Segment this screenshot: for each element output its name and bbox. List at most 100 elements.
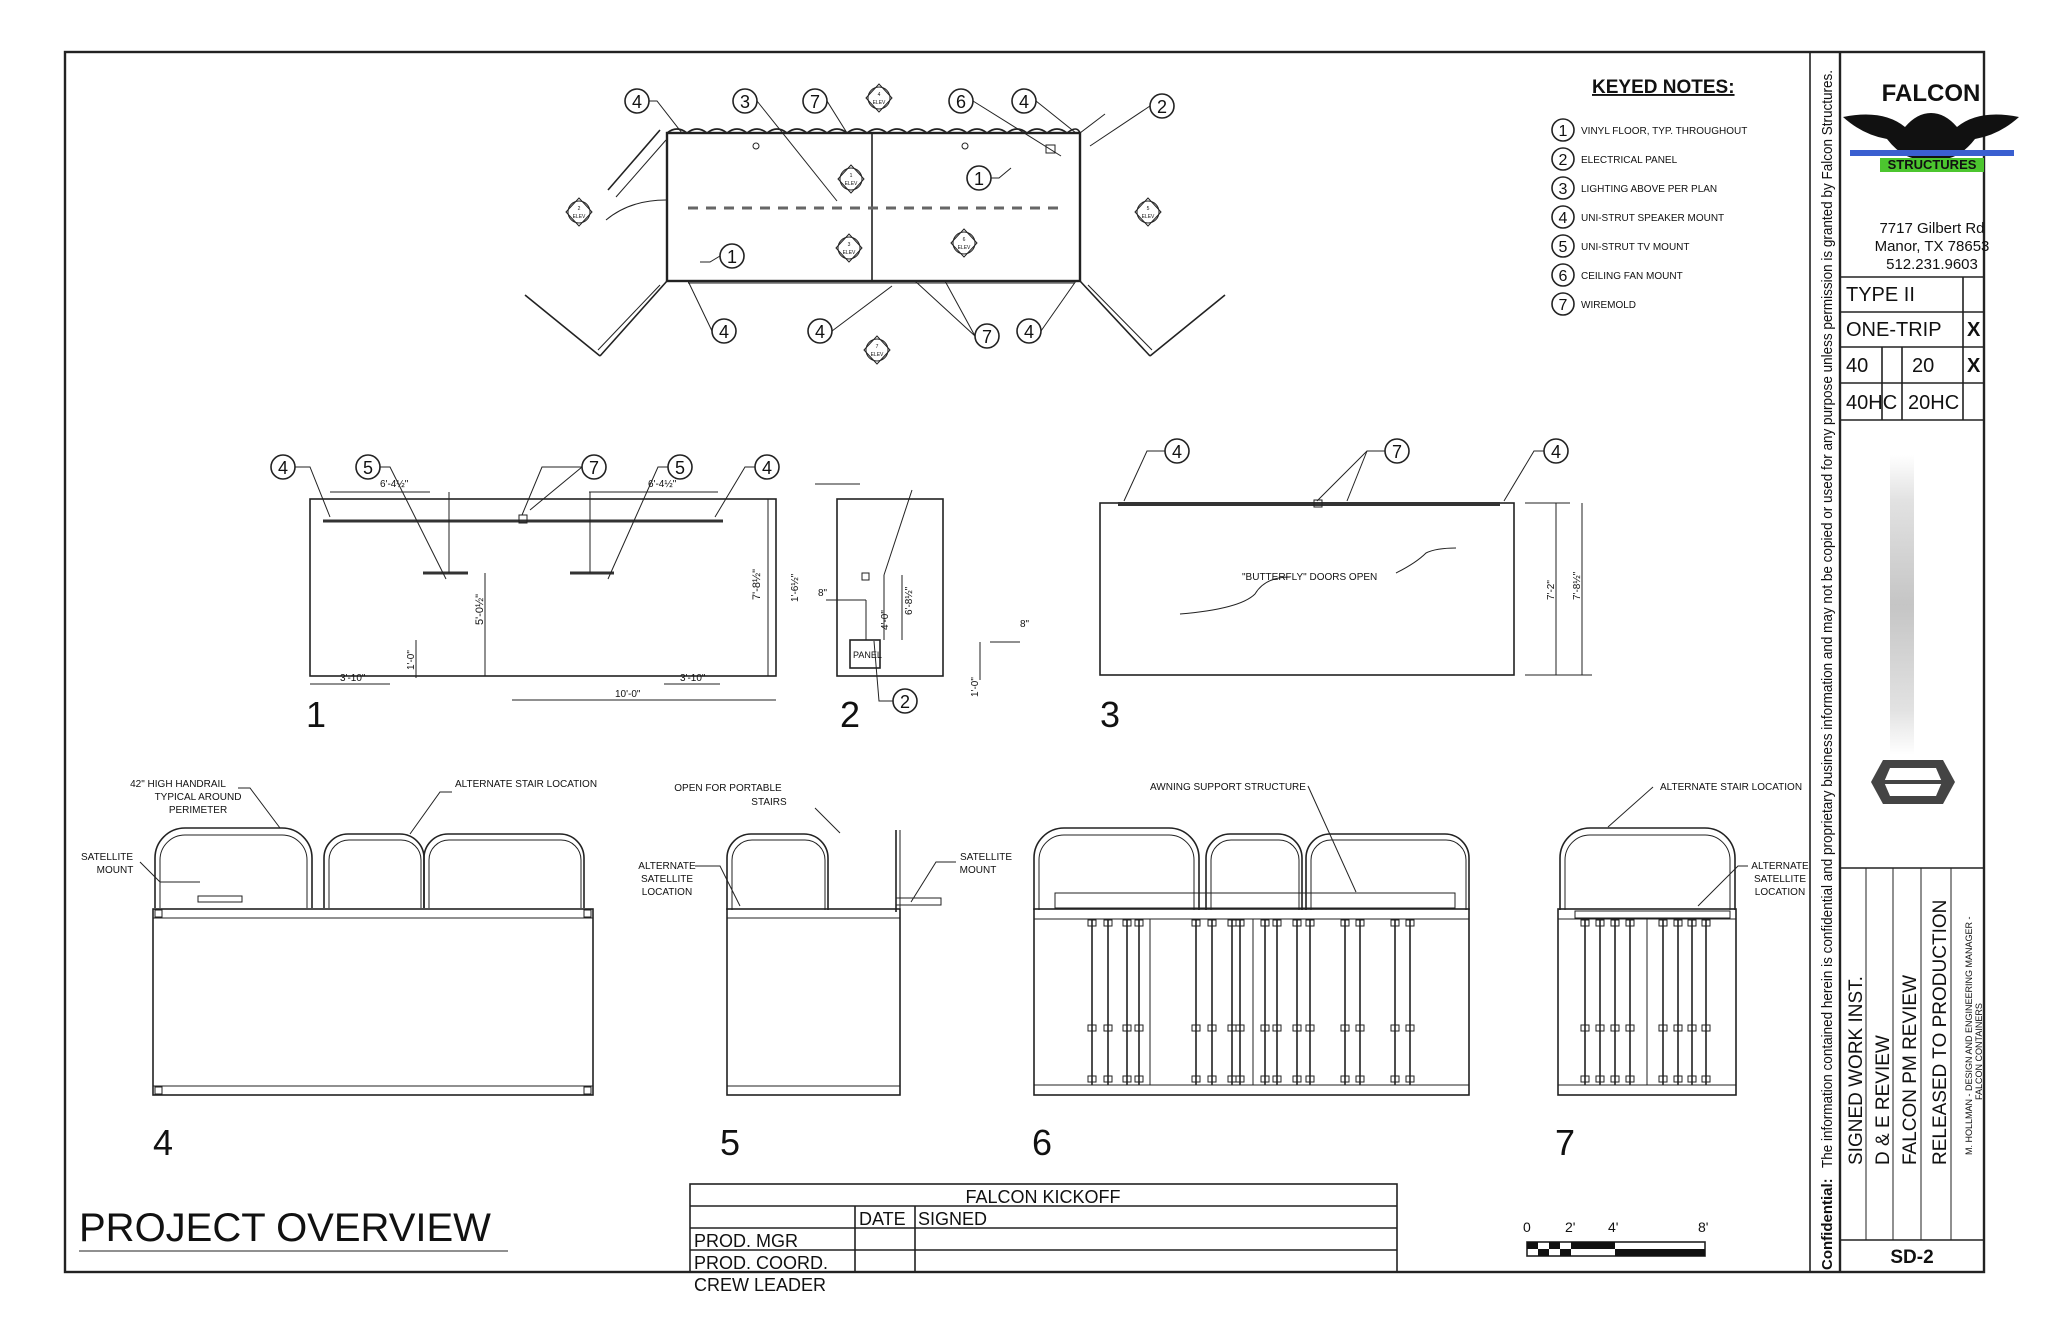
spec-size-20hc: 20HC	[1908, 392, 1959, 414]
elevation-number: 3	[848, 242, 851, 248]
spec-type: TYPE II	[1846, 284, 1915, 306]
keyed-note-callout: 4	[1123, 438, 1190, 502]
callout-number: 4	[1019, 92, 1029, 112]
keyed-note-item: 1 VINYL FLOOR, TYP. THROUGHOUT	[1551, 118, 1747, 142]
v4-note-sat-1: SATELLITE	[81, 852, 133, 863]
keyed-note-callout: 2	[873, 489, 918, 714]
confidential-text: The information contained herein is conf…	[1819, 70, 1836, 1168]
keyed-note-callout: 4	[807, 285, 893, 344]
v5-note-open-2: STAIRS	[751, 797, 787, 808]
view-1-elevation: 6'-4½" 6'-4½" 7'-8½" 5'-0½" 3'-10" 1'-0"…	[306, 479, 777, 735]
kickoff-row-crew-leader: CREW LEADER	[694, 1275, 826, 1295]
keyed-note-callout: 4	[270, 454, 331, 518]
scale-label-0: 0	[1523, 1219, 1531, 1235]
v1-dim-1: 6'-4½"	[380, 479, 409, 490]
v5-note-sat-2: MOUNT	[960, 865, 997, 876]
kickoff-row-prod-coord: PROD. COORD.	[694, 1253, 828, 1273]
logo-structures-text: STRUCTURES	[1888, 157, 1977, 172]
company-address-2: Manor, TX 78653	[1875, 238, 1990, 255]
view-6-number: 6	[1032, 1122, 1052, 1163]
v5-note-open-1: OPEN FOR PORTABLE	[674, 783, 782, 794]
keyed-note-text: ELECTRICAL PANEL	[1581, 155, 1678, 166]
callout-number: 4	[719, 322, 729, 342]
keyed-note-callout: 1	[966, 165, 1012, 191]
elevation-number: 7	[876, 344, 879, 350]
elevation-tag: ELEV	[573, 214, 586, 220]
keyed-note-number: 5	[1559, 239, 1568, 256]
view-3-number: 3	[1100, 694, 1120, 735]
elevation-tag: ELEV	[871, 352, 884, 358]
v7-note-alt-2: SATELLITE	[1754, 874, 1806, 885]
redacted-stamp	[1890, 455, 1914, 755]
company-phone: 512.231.9603	[1886, 256, 1978, 273]
keyed-note-callout: 6	[948, 88, 1062, 157]
logo-falcon-text: FALCON	[1882, 80, 1981, 107]
spec-one-trip-mark: X	[1967, 319, 1981, 341]
v1-dim-8: 3'-10"	[680, 673, 706, 684]
callout-number: 4	[815, 322, 825, 342]
callout-number: 4	[278, 458, 288, 478]
callout-number: 4	[632, 92, 642, 112]
spec-size-20: 20	[1912, 355, 1934, 377]
callout-number: 7	[589, 458, 599, 478]
view-4-elevation: 42" HIGH HANDRAIL TYPICAL AROUND PERIMET…	[81, 779, 597, 1163]
keyed-note-callout: 1	[700, 243, 745, 269]
v2-dim-1: 1'-6½"	[790, 573, 801, 602]
keyed-note-number: 6	[1559, 268, 1568, 285]
callout-number: 7	[982, 327, 992, 347]
approver-line-1: M. HOLLMAN - DESIGN AND ENGINEERING MANA…	[1964, 916, 1974, 1155]
view-4-number: 4	[153, 1122, 173, 1163]
keyed-note-text: LIGHTING ABOVE PER PLAN	[1581, 184, 1717, 195]
elevation-tag: ELEV	[845, 181, 858, 187]
v6-note: AWNING SUPPORT STRUCTURE	[1150, 782, 1306, 793]
confidential-label: Confidential:	[1819, 1178, 1836, 1270]
revision-4: RELEASED TO PRODUCTION	[1930, 900, 1951, 1165]
v2-dim-2: 8"	[818, 588, 828, 599]
v3-note: "BUTTERFLY" DOORS OPEN	[1242, 572, 1377, 583]
v1-dim-5: 3'-10"	[340, 673, 366, 684]
elevation-tag: ELEV	[873, 100, 886, 106]
revision-1: SIGNED WORK INST.	[1846, 976, 1867, 1165]
spec-size-40hc: 40HC	[1846, 392, 1897, 414]
callout-number: 1	[727, 247, 737, 267]
keyed-note-callout: 4	[1016, 280, 1077, 344]
keyed-note-callout: 3	[732, 88, 838, 202]
keyed-note-callout: 7	[914, 280, 1000, 349]
v4-note-handrail-1: 42" HIGH HANDRAIL	[130, 779, 226, 790]
v7-note-alt-3: LOCATION	[1755, 887, 1805, 898]
keyed-note-callout: 7	[521, 454, 607, 516]
view-3-elevation: "BUTTERFLY" DOORS OPEN 7'-2" 7'-8½" 3	[1099, 499, 1592, 735]
keyed-note-number: 1	[1559, 123, 1568, 140]
scale-label-2: 2'	[1565, 1219, 1575, 1235]
keyed-note-text: VINYL FLOOR, TYP. THROUGHOUT	[1581, 126, 1747, 137]
spec-size-20-mark: X	[1967, 355, 1981, 377]
callout-number: 3	[740, 92, 750, 112]
v1-dim-3: 7'-8½"	[751, 569, 763, 600]
kickoff-table: FALCON KICKOFF DATE SIGNED PROD. MGR PRO…	[689, 1183, 1398, 1295]
elevation-tag: ELEV	[843, 250, 856, 256]
kickoff-row-prod-mgr: PROD. MGR	[694, 1231, 798, 1251]
kickoff-col-date: DATE	[859, 1209, 906, 1229]
v4-note-handrail-3: PERIMETER	[169, 805, 227, 816]
v5-note-sat-1: SATELLITE	[960, 852, 1012, 863]
callout-number: 7	[810, 92, 820, 112]
view-7-elevation: ALTERNATE STAIR LOCATION ALTERNATE SATEL…	[1555, 782, 1809, 1163]
kickoff-title: FALCON KICKOFF	[965, 1187, 1120, 1207]
v2-dim-6: 1'-0"	[970, 677, 981, 697]
callout-number: 5	[363, 458, 373, 478]
keyed-note-number: 7	[1559, 297, 1568, 314]
view-7-number: 7	[1555, 1122, 1575, 1163]
callout-number: 5	[675, 458, 685, 478]
callout-number: 2	[900, 692, 910, 712]
v7-note-stair: ALTERNATE STAIR LOCATION	[1660, 782, 1802, 793]
